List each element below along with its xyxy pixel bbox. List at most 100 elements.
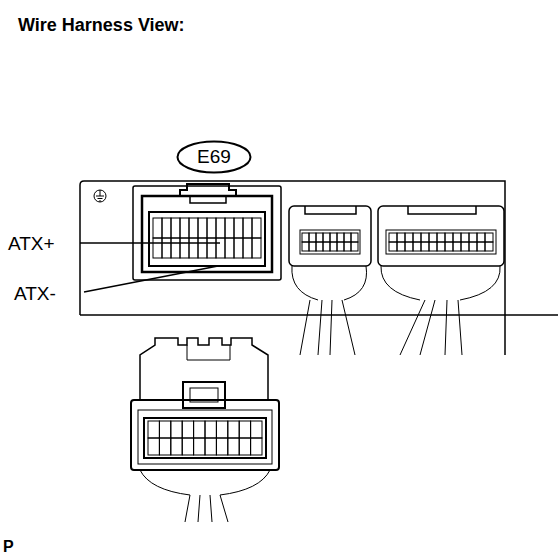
pin-cavity bbox=[159, 421, 170, 438]
pin-cavity bbox=[171, 421, 182, 438]
title: Wire Harness View: bbox=[18, 16, 185, 34]
pin-cavity bbox=[148, 421, 159, 438]
pin-cavity bbox=[323, 242, 330, 251]
pin-cavity bbox=[171, 238, 180, 258]
pin-cavity bbox=[243, 238, 252, 258]
pin-cavity bbox=[251, 438, 262, 455]
pin-cavity bbox=[461, 242, 469, 251]
pin-cavity bbox=[344, 242, 351, 251]
pin-cavity bbox=[309, 233, 316, 242]
pin-cavity bbox=[153, 238, 162, 258]
ecu-connector-c bbox=[378, 206, 504, 355]
pin-cavity bbox=[153, 218, 162, 238]
pin-cavity bbox=[198, 218, 207, 238]
pin-cavity bbox=[159, 438, 170, 455]
pin-cavity bbox=[437, 233, 445, 242]
pin-cavity bbox=[337, 233, 344, 242]
pin-cavity bbox=[405, 242, 413, 251]
pin-cavity bbox=[252, 218, 261, 238]
pin-cavity bbox=[251, 421, 262, 438]
pin-cavity bbox=[228, 421, 239, 438]
pin-cavity bbox=[216, 218, 225, 238]
pin-cavity bbox=[302, 242, 309, 251]
pin-cavity bbox=[189, 238, 198, 258]
pin-cavity bbox=[429, 242, 437, 251]
pin-cavity bbox=[477, 242, 485, 251]
pin-cavity bbox=[351, 233, 358, 242]
pin-cavity bbox=[316, 233, 323, 242]
pin-cavity bbox=[216, 238, 225, 258]
connector-code-ellipse: E69 bbox=[176, 140, 252, 174]
pin-cavity bbox=[207, 238, 216, 258]
pin-cavity bbox=[180, 218, 189, 238]
pin-cavity bbox=[323, 233, 330, 242]
pin-cavity bbox=[180, 238, 189, 258]
pin-cavity bbox=[429, 233, 437, 242]
pin-cavity bbox=[205, 438, 216, 455]
pin-cavity bbox=[330, 242, 337, 251]
pin-cavity bbox=[421, 242, 429, 251]
pin-cavity bbox=[316, 242, 323, 251]
pin-cavity bbox=[162, 218, 171, 238]
signal-name: ATX- bbox=[14, 284, 56, 303]
pin-cavity bbox=[171, 218, 180, 238]
pin-cavity bbox=[216, 421, 227, 438]
pin-cavity bbox=[485, 233, 493, 242]
pin-cavity bbox=[413, 233, 421, 242]
figure-mark: P bbox=[3, 539, 14, 555]
pin-cavity bbox=[397, 233, 405, 242]
leader-line bbox=[84, 266, 218, 292]
pin-cavity bbox=[234, 238, 243, 258]
pin-cavity bbox=[252, 238, 261, 258]
pin-cavity bbox=[485, 242, 493, 251]
pin-cavity bbox=[389, 242, 397, 251]
pin-cavity bbox=[469, 242, 477, 251]
harness-connector bbox=[131, 338, 279, 522]
pin-cavity bbox=[239, 421, 250, 438]
pin-cavity bbox=[234, 218, 243, 238]
pin-cavity bbox=[445, 242, 453, 251]
e69-receptacle bbox=[133, 184, 281, 280]
pin-cavity bbox=[216, 438, 227, 455]
pin-cavity bbox=[243, 218, 252, 238]
pin-cavity bbox=[453, 233, 461, 242]
pin-cavity bbox=[330, 233, 337, 242]
pin-cavity bbox=[198, 238, 207, 258]
signal-name: ATX+ bbox=[8, 234, 55, 253]
pin-cavity bbox=[162, 238, 171, 258]
pin-cavity bbox=[225, 238, 234, 258]
pin-cavity bbox=[389, 233, 397, 242]
connector-code: E69 bbox=[190, 146, 238, 168]
leader-line bbox=[80, 242, 220, 244]
pin-cavity bbox=[469, 233, 477, 242]
housing-edge bbox=[80, 314, 558, 316]
pin-cavity bbox=[239, 438, 250, 455]
pin-cavity bbox=[397, 242, 405, 251]
pin-cavity bbox=[225, 218, 234, 238]
pin-cavity bbox=[171, 438, 182, 455]
pin-cavity bbox=[405, 233, 413, 242]
pin-cavity bbox=[205, 421, 216, 438]
pin-cavity bbox=[302, 233, 309, 242]
pin-cavity bbox=[194, 421, 205, 438]
ground-symbol bbox=[94, 190, 106, 202]
pin-cavity bbox=[189, 218, 198, 238]
housing-outline bbox=[80, 181, 505, 355]
ecu-connector-b bbox=[289, 206, 371, 355]
pin-cavity bbox=[461, 233, 469, 242]
pin-cavity bbox=[437, 242, 445, 251]
pin-cavity bbox=[182, 438, 193, 455]
pin-cavity bbox=[445, 233, 453, 242]
pin-cavity bbox=[421, 233, 429, 242]
pin-cavity bbox=[228, 438, 239, 455]
pin-cavity bbox=[309, 242, 316, 251]
pin-cavity bbox=[477, 233, 485, 242]
pin-cavity bbox=[207, 218, 216, 238]
pin-cavity bbox=[148, 438, 159, 455]
pin-cavity bbox=[337, 242, 344, 251]
pin-cavity bbox=[413, 242, 421, 251]
pin-cavity bbox=[351, 242, 358, 251]
pin-cavity bbox=[194, 438, 205, 455]
pin-cavity bbox=[182, 421, 193, 438]
